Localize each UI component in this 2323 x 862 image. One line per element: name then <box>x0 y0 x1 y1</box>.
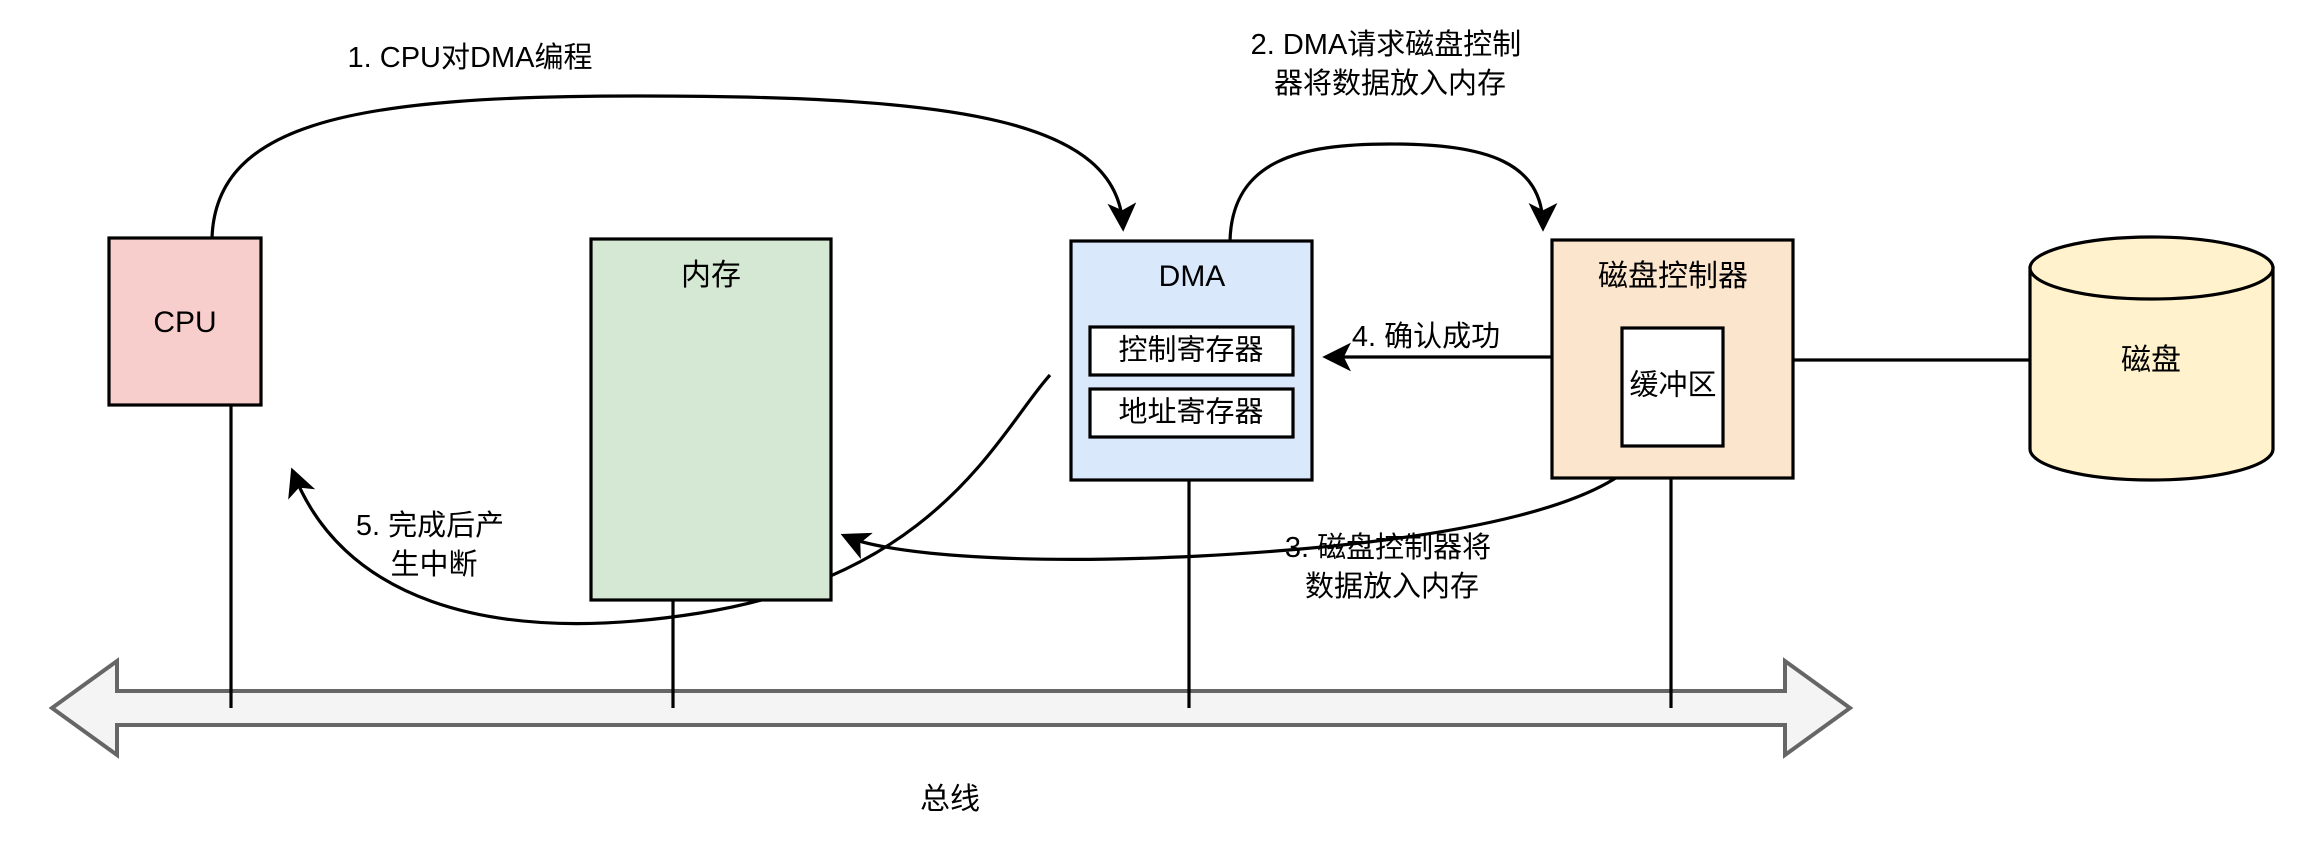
memory-label: 内存 <box>681 259 741 292</box>
edge-step5-path <box>288 373 1052 626</box>
edge-step4: 4. 确认成功 <box>1322 320 1552 372</box>
bus-arrow-shape <box>48 657 1854 759</box>
edge-step5-label: 5. 完成后产 生中断 <box>356 509 512 581</box>
node-dma[interactable]: DMA 控制寄存器 地址寄存器 <box>1069 239 1314 482</box>
dma-address-register-label: 地址寄存器 <box>1118 396 1263 429</box>
edge-step1-path <box>210 94 1137 239</box>
memory-box[interactable] <box>589 237 833 602</box>
node-disk-controller[interactable]: 磁盘控制器 缓冲区 <box>1550 238 1795 480</box>
edge-step5: 5. 完成后产 生中断 <box>288 373 1052 626</box>
dma-control-register-label: 控制寄存器 <box>1118 334 1263 367</box>
node-disk[interactable]: 磁盘 <box>2028 235 2275 482</box>
edge-step1: 1. CPU对DMA编程 <box>210 41 1137 239</box>
disk-controller-buffer-label: 缓冲区 <box>1629 369 1716 402</box>
node-memory[interactable]: 内存 <box>589 237 833 602</box>
edge-step2-path <box>1228 142 1558 242</box>
disk-controller-buffer-box[interactable] <box>1620 326 1725 448</box>
edge-step3: 3. 磁盘控制器将 数据放入内存 <box>840 445 1650 603</box>
edge-step2: 2. DMA请求磁盘控制 器将数据放入内存 <box>1228 28 1558 242</box>
edge-step4-label: 4. 确认成功 <box>1352 320 1500 353</box>
dma-control-register-box[interactable] <box>1088 325 1295 377</box>
disk-controller-label: 磁盘控制器 <box>1598 260 1748 293</box>
disk-label: 磁盘 <box>2121 344 2181 377</box>
dma-label: DMA <box>1159 260 1226 293</box>
bus-group: 总线 <box>48 657 1854 816</box>
node-cpu[interactable]: CPU <box>107 236 263 407</box>
edge-step1-label: 1. CPU对DMA编程 <box>348 41 593 74</box>
cpu-label: CPU <box>153 306 216 339</box>
edge-step3-path <box>840 445 1650 561</box>
cpu-box[interactable] <box>107 236 263 407</box>
dma-address-register-box[interactable] <box>1088 387 1295 439</box>
disk-cylinder-top <box>2028 235 2275 301</box>
disk-cylinder-body[interactable] <box>2028 266 2275 482</box>
edge-step3-label: 3. 磁盘控制器将 数据放入内存 <box>1285 531 1499 603</box>
bus-label: 总线 <box>920 783 980 816</box>
edge-step2-label: 2. DMA请求磁盘控制 器将数据放入内存 <box>1251 28 1530 100</box>
